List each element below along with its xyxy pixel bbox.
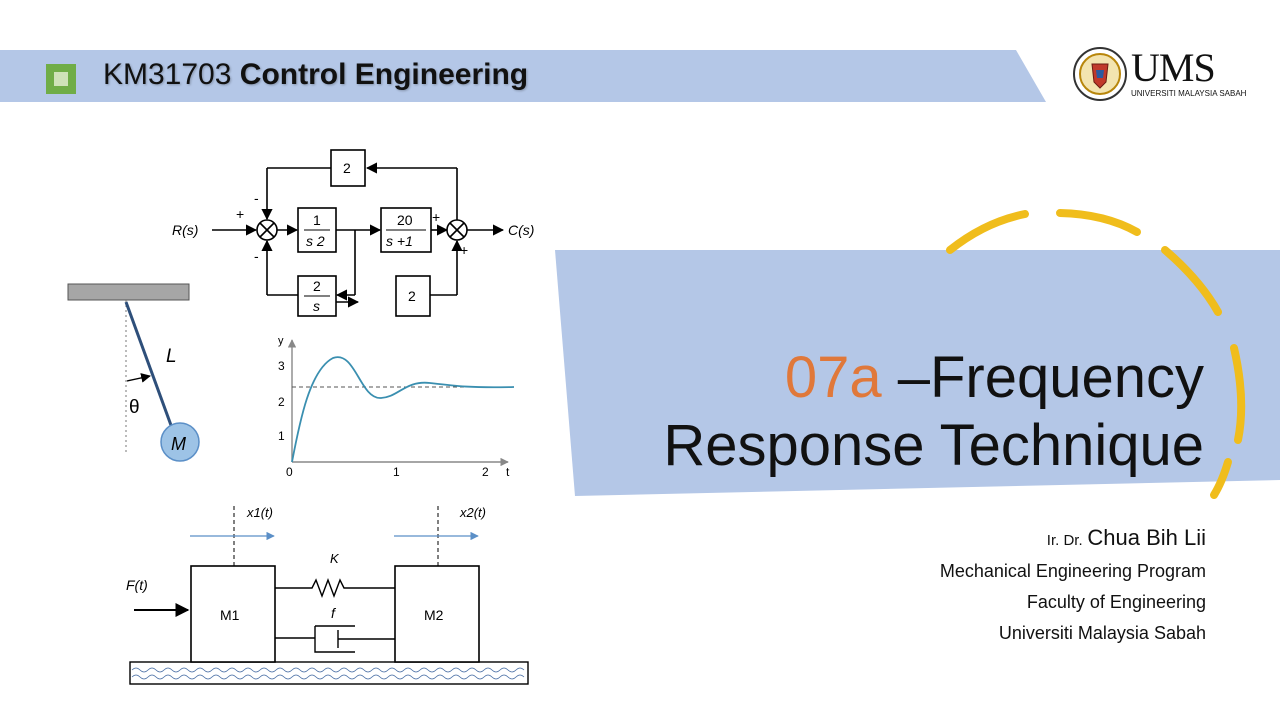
x-tick-2: 2: [482, 465, 489, 479]
affiliation-university: Universiti Malaysia Sabah: [998, 623, 1206, 643]
block3-numerator: 2: [313, 278, 321, 294]
pendulum-mass-label: M: [171, 434, 186, 454]
input-label: R(s): [172, 222, 198, 238]
force-label: F(t): [126, 577, 148, 593]
feedback-gain-block-top: [330, 149, 366, 187]
block1-denominator: s 2: [306, 233, 325, 249]
gain-top-label: 2: [343, 160, 351, 176]
pendulum-angle-label: θ: [129, 397, 140, 418]
author-line: Ir. Dr. Chua Bih Lii: [940, 522, 1206, 556]
pendulum-angle-arc: [126, 373, 151, 383]
block3-denominator: s: [313, 298, 320, 314]
y-tick-2: 2: [278, 395, 285, 409]
title-line-1: 07a –Frequency: [663, 344, 1204, 412]
block-diagram: [212, 149, 505, 317]
author-name: Chua Bih Lii: [1087, 525, 1206, 550]
spring-label: K: [330, 551, 340, 566]
spring: [275, 578, 395, 598]
x-tick-1: 1: [393, 465, 400, 479]
author-prefix: Ir. Dr.: [1046, 532, 1083, 549]
mass-2: [394, 565, 480, 663]
university-crest-icon: [1073, 47, 1127, 101]
sign-plus-input: +: [236, 206, 244, 222]
title-number: 07a: [784, 345, 882, 410]
logo-text: UMS: [1131, 45, 1216, 90]
header-bullet-inner: [54, 72, 68, 86]
y-tick-3: 3: [278, 359, 285, 373]
slide-title: 07a –Frequency Response Technique: [663, 344, 1204, 480]
y-axis-label: y: [278, 335, 284, 347]
x2-label: x2(t): [459, 505, 486, 520]
damper-label: f: [331, 605, 337, 621]
sign-minus-bottom: -: [254, 248, 259, 264]
logo-subtitle: UNIVERSITI MALAYSIA SABAH: [1131, 89, 1247, 98]
step-response-plot: y t 1 2 3 0 1 2: [278, 335, 515, 479]
pendulum-rod: [124, 301, 174, 429]
author-info: Ir. Dr. Chua Bih Lii Mechanical Engineer…: [940, 522, 1206, 649]
mass-spring-damper-diagram: F(t) x1(t) x2(t) K f M1 M2: [126, 505, 529, 685]
mass-1-label: M1: [220, 607, 240, 623]
pendulum-diagram: L θ M: [67, 283, 200, 462]
mass-2-label: M2: [424, 607, 444, 623]
sign-minus-top: -: [254, 190, 259, 206]
sign-plus-sum2-left: +: [432, 209, 440, 225]
ground-surface: [129, 661, 529, 685]
gain-lower-label: 2: [408, 288, 416, 304]
pendulum-length-label: L: [166, 346, 177, 367]
block2-numerator: 20: [397, 212, 413, 228]
pendulum-ceiling: [67, 283, 190, 301]
affiliation-faculty: Faculty of Engineering: [1026, 592, 1206, 612]
gain-block-lower: [395, 275, 431, 317]
ground-hatching: [131, 667, 525, 673]
y-tick-1: 1: [278, 429, 285, 443]
damper: [275, 625, 395, 653]
course-title: KM31703 Control Engineering: [103, 58, 528, 92]
affiliation-program: Mechanical Engineering Program: [939, 561, 1206, 581]
pendulum-mass: [160, 422, 200, 462]
course-code: KM31703: [103, 58, 232, 91]
x-axis-label: t: [506, 465, 510, 479]
output-label: C(s): [508, 222, 534, 238]
block1-numerator: 1: [313, 212, 321, 228]
block-diagram-labels: R(s) C(s) 2 1 s 2 20 s +1 2 s 2 + - - + …: [172, 160, 534, 314]
response-curve: [291, 356, 515, 463]
title-line-2: Response Technique: [663, 413, 1204, 478]
x-tick-0: 0: [286, 465, 293, 479]
title-line-1-rest: –Frequency: [881, 345, 1204, 410]
sign-plus-sum2-bottom: +: [460, 242, 468, 258]
course-name: Control Engineering: [239, 58, 529, 91]
x1-label: x1(t): [246, 505, 273, 520]
mass-1: [190, 565, 276, 663]
block2-denominator: s +1: [386, 233, 413, 249]
ground-hatching-2: [131, 674, 525, 680]
